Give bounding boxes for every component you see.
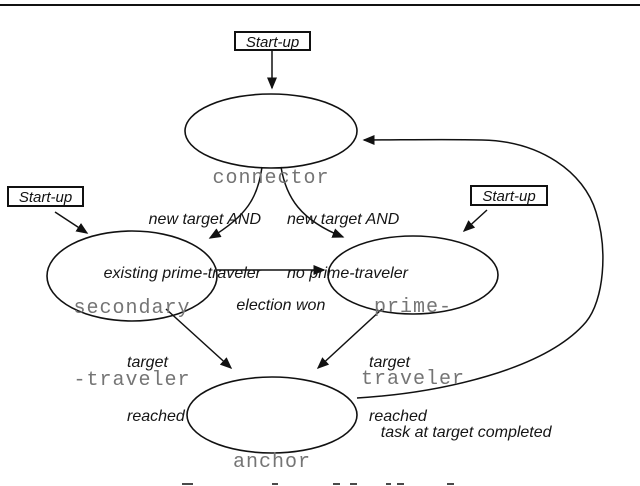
- caption-fragments: [0, 482, 640, 486]
- edge-label-new-target-existing-prime: new target AND existing prime-traveler: [103, 211, 261, 282]
- startup-label: Start-up: [245, 34, 300, 51]
- caption-fragment: [333, 483, 340, 485]
- caption-fragment: [350, 483, 357, 485]
- edge-secondary-to-anchor: [165, 308, 233, 370]
- edge-prime-to-anchor: [316, 308, 383, 370]
- caption-fragment: [182, 483, 193, 485]
- startup-label: Start-up: [482, 188, 536, 205]
- state-anchor: [186, 376, 358, 454]
- startup-box-left: Start-up: [7, 186, 84, 207]
- state-label-prime-traveler: prime- traveler: [360, 296, 465, 391]
- startup-label: Start-up: [18, 189, 73, 206]
- state-prime-traveler: [327, 235, 499, 315]
- edge-startup-to-prime: [462, 209, 488, 233]
- edge-anchor-to-connector: [356, 134, 604, 399]
- edge-label-target-reached-right: target reached: [369, 354, 427, 425]
- edge-label-task-at-target-completed: task at target completed: [380, 424, 552, 441]
- edge-connector-to-secondary: [208, 166, 263, 239]
- edge-connector-to-prime: [280, 166, 345, 238]
- page-top-rule: [0, 4, 640, 6]
- caption-fragment: [386, 483, 391, 485]
- state-connector: [184, 93, 358, 169]
- startup-box-right: Start-up: [470, 185, 548, 206]
- edge-label-election-won: election won: [236, 297, 326, 314]
- state-label-connector: connector: [212, 167, 330, 190]
- state-label-anchor: anchor: [232, 451, 311, 474]
- caption-fragment: [397, 483, 404, 485]
- edge-label-new-target-no-prime: new target AND no prime-traveler: [287, 211, 408, 282]
- edge-startup-to-secondary: [54, 211, 89, 234]
- caption-fragment: [447, 483, 454, 485]
- state-label-secondary-traveler: secondary -traveler: [73, 297, 191, 392]
- startup-box-top: Start-up: [234, 31, 311, 51]
- edge-label-target-reached-left: target reached: [127, 354, 185, 425]
- caption-fragment: [272, 483, 278, 485]
- state-secondary-traveler: [46, 230, 218, 322]
